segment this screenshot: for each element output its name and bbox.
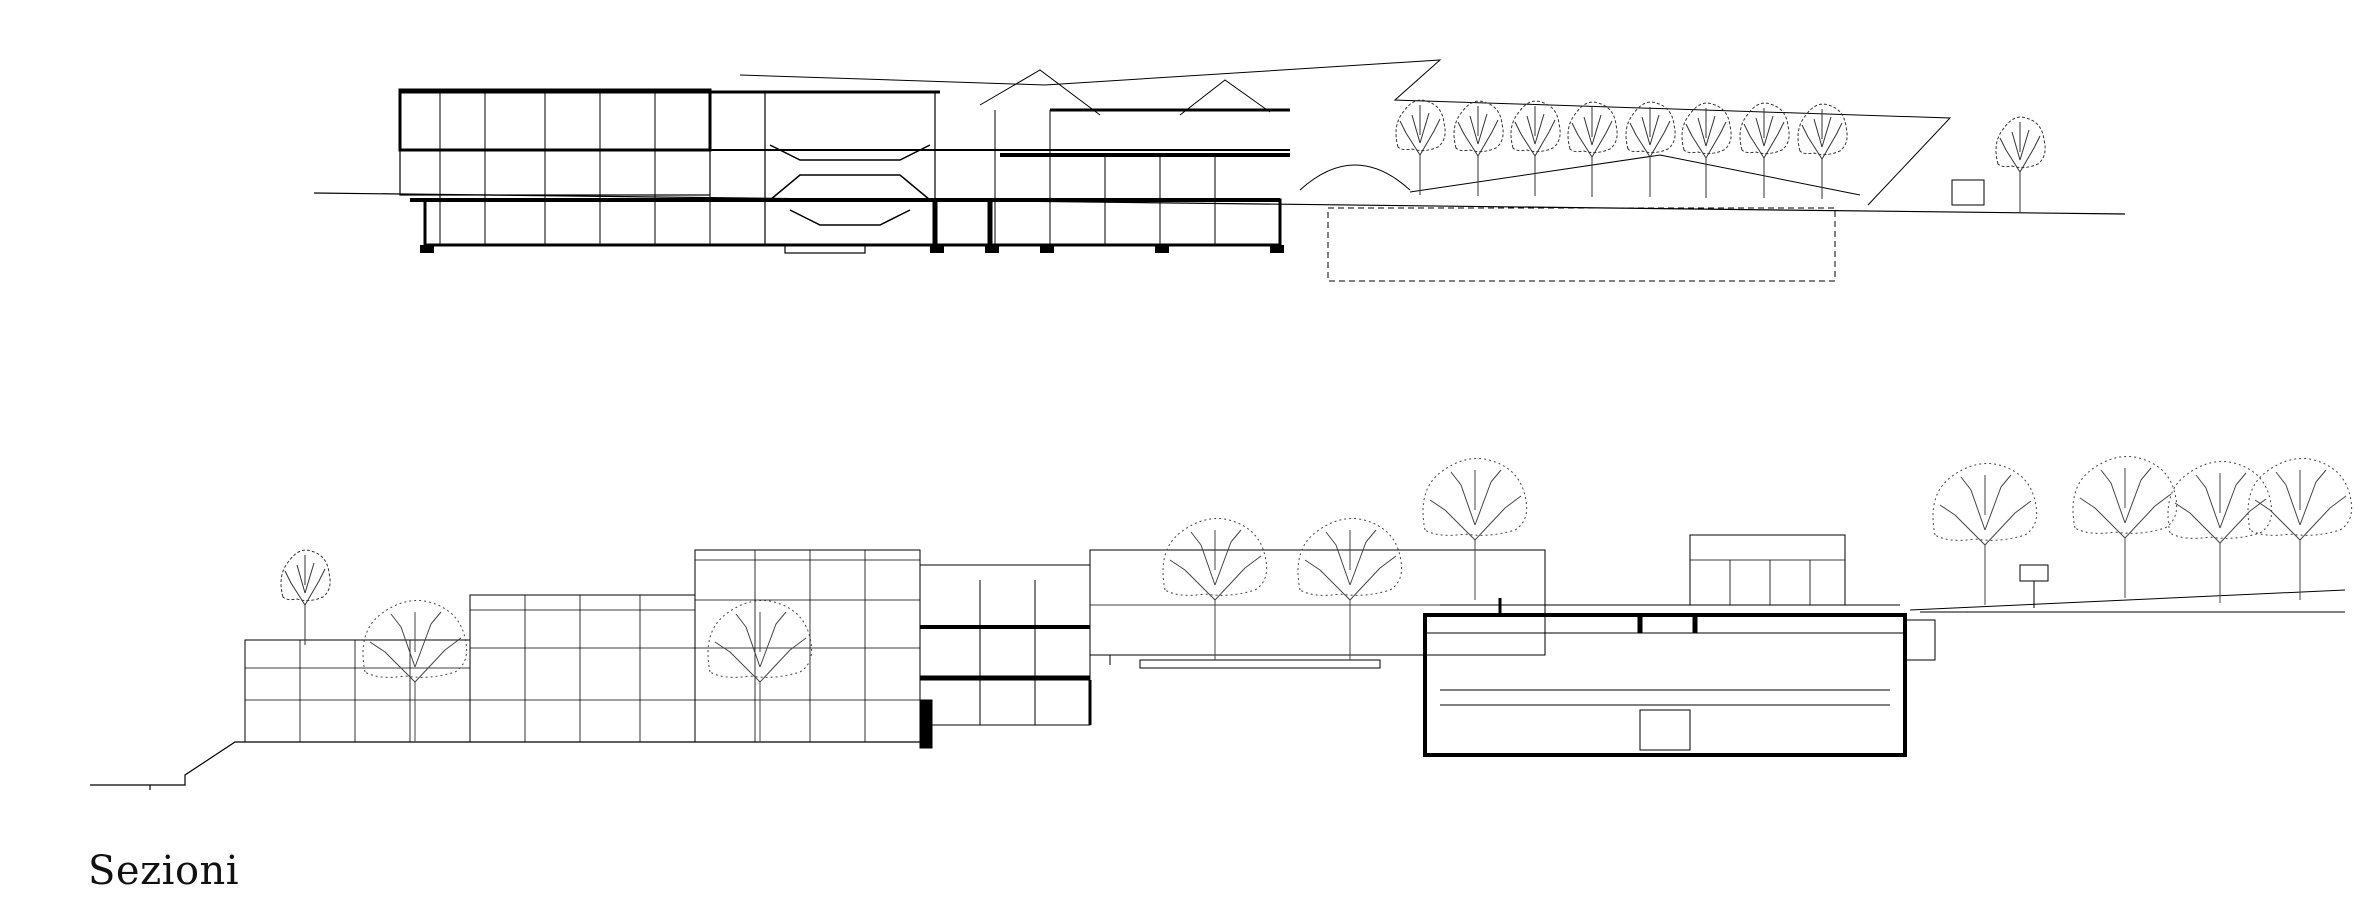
lower-building-gymnasium — [1423, 598, 1907, 757]
lower-section — [90, 456, 2353, 790]
lower-tree-row — [280, 456, 2353, 743]
upper-tree-row — [1395, 99, 2046, 213]
underground-outline — [1327, 207, 1836, 282]
upper-building-ground-floor — [423, 198, 1282, 247]
lower-building-left-wing — [244, 639, 471, 743]
lower-ground-line — [90, 741, 920, 790]
drawing-caption: Sezioni — [88, 848, 240, 894]
upper-building-top-floor — [398, 88, 712, 152]
upper-section — [313, 59, 2126, 282]
upper-ground-line — [313, 192, 2126, 215]
upper-building-middle-floor — [399, 149, 711, 196]
